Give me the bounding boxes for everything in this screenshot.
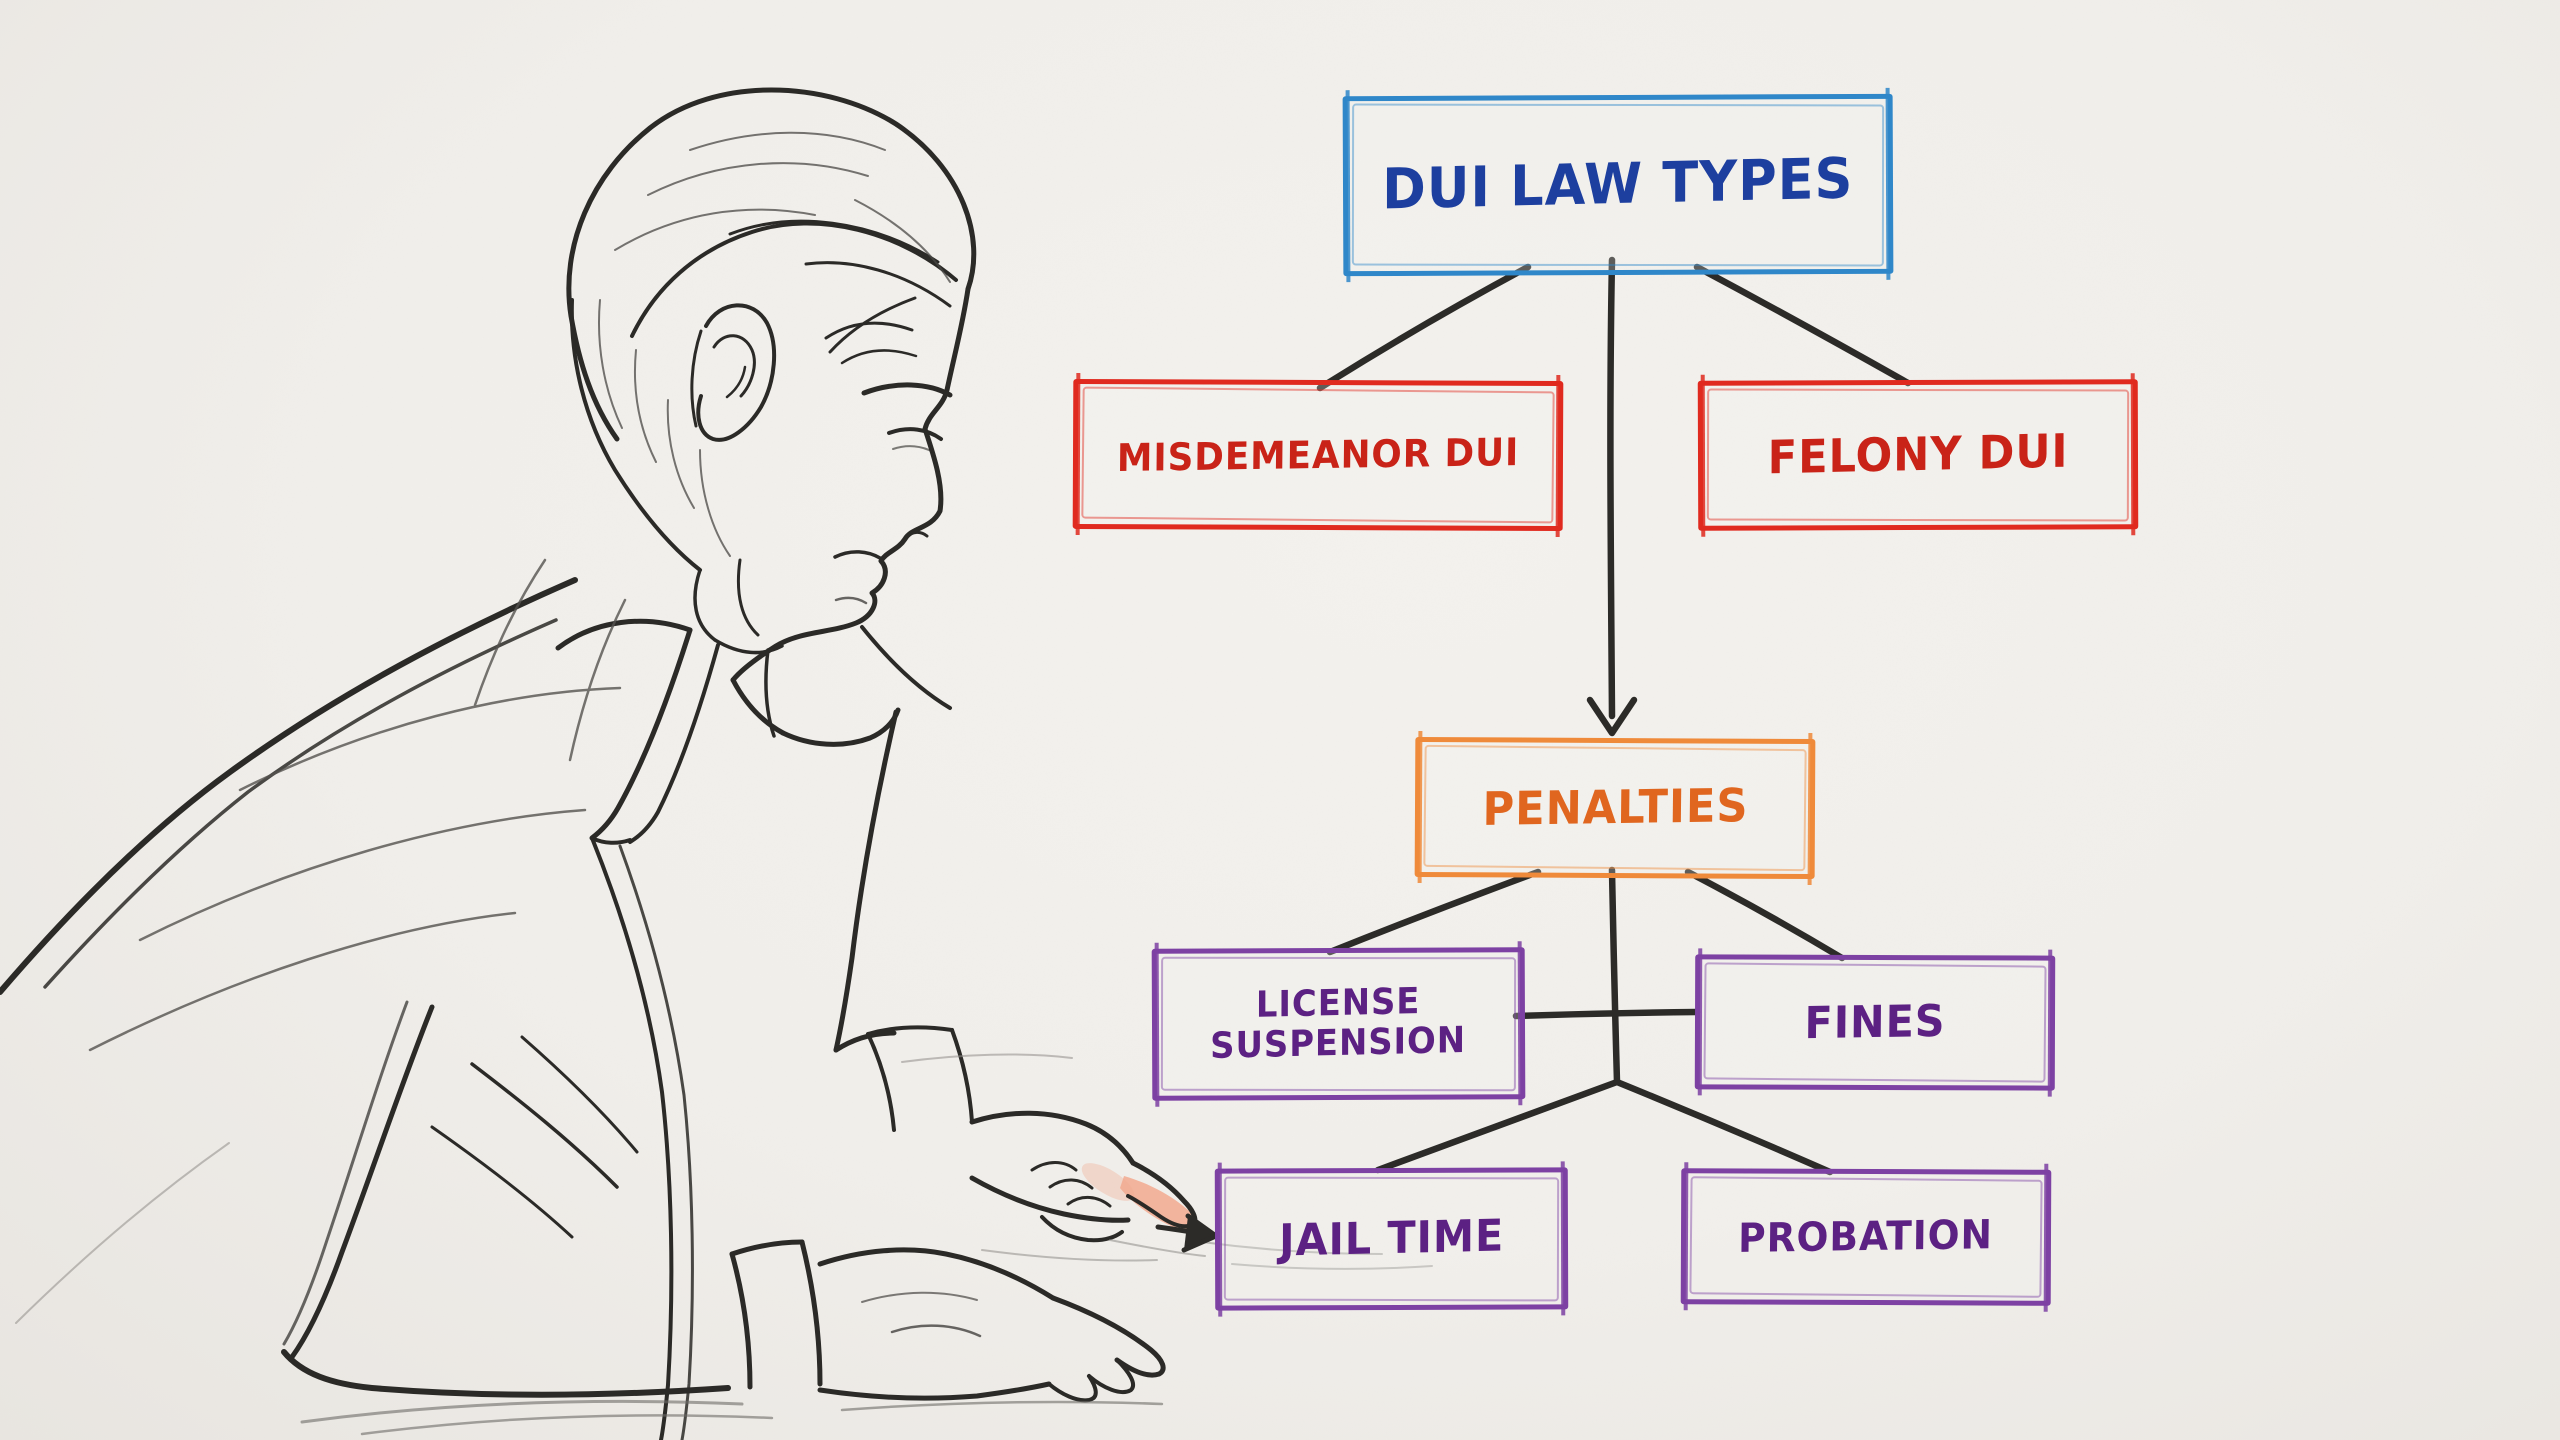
node-misdemeanor-dui: MISDEMEANOR DUI xyxy=(1072,378,1564,532)
node-penalties: PENALTIES xyxy=(1414,736,1816,880)
node-label: JAIL TIME xyxy=(1278,1210,1505,1267)
node-label: FINES xyxy=(1804,995,1946,1049)
node-fines: FINES xyxy=(1694,954,2056,1091)
connector-penalties-to-fines xyxy=(1684,868,1846,962)
node-jail-time: JAIL TIME xyxy=(1214,1167,1569,1311)
connector-trunk-to-probation xyxy=(1613,1078,1834,1176)
node-dui-law-types: DUI LAW TYPES xyxy=(1342,93,1894,277)
node-felony-dui: FELONY DUI xyxy=(1697,379,2139,531)
node-label: PENALTIES xyxy=(1481,778,1749,837)
node-probation: PROBATION xyxy=(1680,1168,2052,1306)
node-label: MISDEMEANOR DUI xyxy=(1116,429,1520,480)
connector-dui-to-misdemeanor xyxy=(1316,263,1532,392)
connector-penalties-to-license xyxy=(1326,868,1542,956)
connector-trunk-to-jail xyxy=(1374,1078,1621,1174)
arrow-down-icon xyxy=(1586,696,1638,737)
man-sketch xyxy=(0,87,1433,1440)
node-label: FELONY DUI xyxy=(1767,423,2069,485)
node-label: LICENSE SUSPENSION xyxy=(1210,980,1467,1068)
fingertip-highlight xyxy=(1120,1176,1199,1233)
node-license-suspension: LICENSE SUSPENSION xyxy=(1151,947,1526,1101)
connector-dui-to-felony xyxy=(1693,263,1912,387)
connector-license-to-fines xyxy=(1512,1008,1701,1020)
node-label: DUI LAW TYPES xyxy=(1382,146,1854,223)
connector-penalties-trunk xyxy=(1608,866,1621,1086)
connector-dui-to-penalties xyxy=(1586,256,1638,737)
node-label: PROBATION xyxy=(1738,1211,1994,1262)
